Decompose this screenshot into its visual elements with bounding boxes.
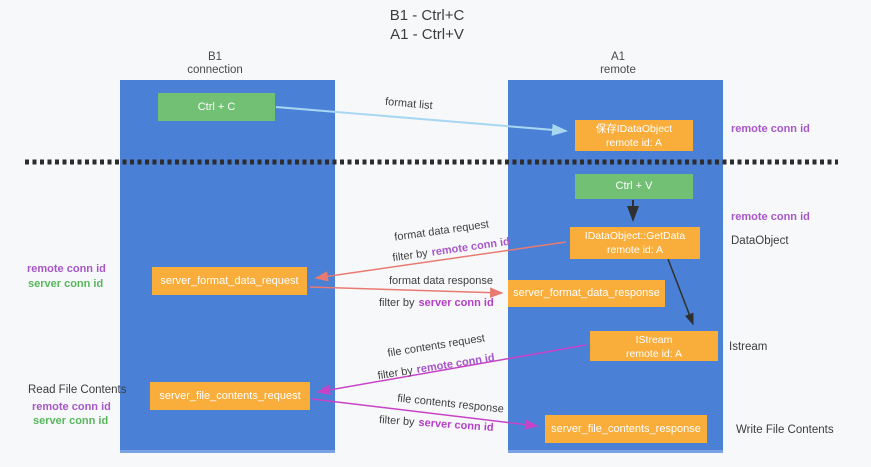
getdata-to-istream-arrow [667, 258, 694, 326]
save-idataobject-line2: remote id: A [605, 137, 663, 149]
diagram-title: B1 - Ctrl+C A1 - Ctrl+V [327, 6, 527, 44]
annotation-remote-conn-id-top: remote conn id [731, 123, 810, 135]
filter-by-text: filter by [378, 414, 415, 429]
idataobject-getdata-line1: IDataObject::GetData [584, 230, 686, 242]
server-file-contents-response-node[interactable]: server_file_contents_response [545, 415, 707, 443]
annotation-left-server-conn-id-2: server conn id [33, 415, 109, 427]
annotation-remote-conn-id-mid: remote conn id [731, 211, 810, 223]
save-idataobject-line1: 保存IDataObject [595, 123, 673, 135]
format-data-request-arrow [314, 241, 567, 282]
server-file-contents-response-label: server_file_contents_response [551, 423, 701, 435]
filter-by-text: filter by [379, 297, 415, 309]
annotation-left-server-conn-id-1: server conn id [28, 278, 104, 290]
server-conn-id-text: server conn id [418, 297, 494, 309]
title-line-1: B1 - Ctrl+C [389, 7, 465, 24]
server-file-contents-request-label: server_file_contents_request [159, 390, 301, 402]
file-contents-response-arrow [311, 398, 539, 430]
istream-line2: remote id: A [625, 348, 683, 360]
title-line-2: A1 - Ctrl+V [390, 26, 464, 43]
idataobject-getdata-line2: remote id: A [606, 244, 664, 256]
ctrl-v-node[interactable]: Ctrl + V [575, 174, 693, 199]
lane-b1-name: B1 [207, 51, 223, 63]
ctrl-c-node[interactable]: Ctrl + C [158, 93, 275, 121]
ctrl-c-label: Ctrl + C [197, 101, 236, 113]
format-list-arrow [275, 106, 568, 136]
edge-label-format-data-response: format data response [389, 275, 493, 287]
save-idataobject-node[interactable]: 保存IDataObject remote id: A [575, 120, 693, 151]
file-contents-request-arrow [316, 344, 587, 396]
lane-a1-role: remote [600, 64, 636, 76]
format-data-response-arrow [309, 286, 504, 298]
annotation-dataobject: DataObject [731, 235, 789, 247]
lane-header-a1: A1 remote [563, 51, 673, 77]
server-format-data-response-node[interactable]: server_format_data_response [508, 280, 665, 307]
lane-a1-name: A1 [610, 51, 626, 63]
istream-line1: IStream [635, 334, 673, 346]
ctrl-v-label: Ctrl + V [615, 180, 653, 192]
annotation-left-remote-conn-id-2: remote conn id [32, 401, 111, 413]
server-file-contents-request-node[interactable]: server_file_contents_request [150, 382, 310, 410]
idataobject-getdata-node[interactable]: IDataObject::GetData remote id: A [570, 227, 700, 259]
istream-node[interactable]: IStream remote id: A [590, 331, 718, 361]
server-format-data-request-label: server_format_data_request [160, 275, 299, 287]
server-format-data-request-node[interactable]: server_format_data_request [152, 267, 307, 295]
annotation-read-file-contents: Read File Contents [28, 384, 127, 396]
lane-b1-role: connection [187, 64, 243, 76]
annotation-write-file-contents: Write File Contents [736, 424, 834, 436]
annotation-istream: Istream [729, 341, 768, 353]
lane-header-b1: B1 connection [160, 51, 270, 77]
annotation-left-remote-conn-id-1: remote conn id [27, 263, 106, 275]
server-format-data-response-label: server_format_data_response [513, 287, 660, 299]
